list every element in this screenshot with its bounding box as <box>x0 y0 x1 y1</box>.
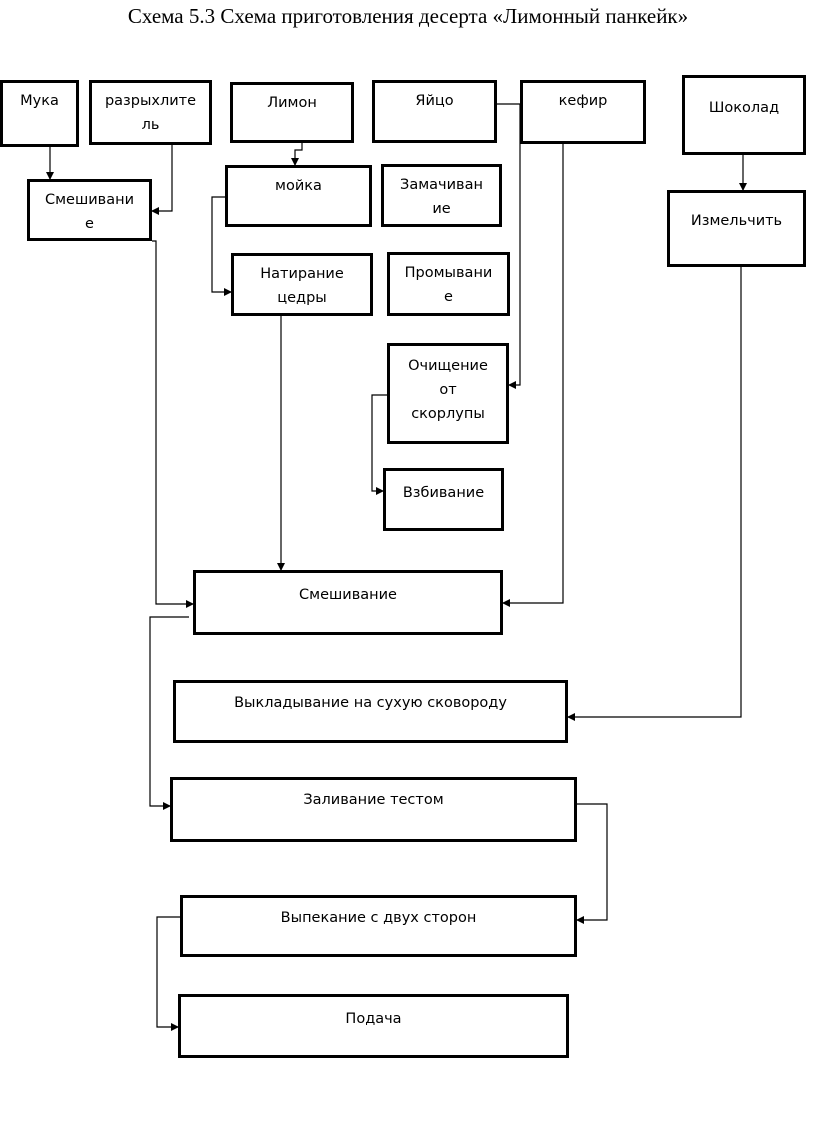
box-zest-grating: Натирание цедры <box>231 253 373 316</box>
arrow-pouring-to-baking <box>576 803 608 924</box>
box-final-mixing: Смешивание <box>193 570 503 635</box>
box-laying-on-pan: Выкладывание на сухую сковороду <box>173 680 568 743</box>
box-chocolate: Шоколад <box>682 75 806 155</box>
arrow-kefir-to-mixing <box>502 144 564 607</box>
box-baking-powder: разрыхлите ль <box>89 80 212 145</box>
arrow-wash-to-zest <box>211 196 232 296</box>
box-chop: Измельчить <box>667 190 806 267</box>
box-soaking: Замачиван ие <box>381 164 502 227</box>
arrow-mixing-to-final-mixing <box>152 240 194 608</box>
arrow-baking-to-serving <box>156 916 180 1031</box>
box-flour: Мука <box>0 80 79 147</box>
arrow-chop-to-laying <box>567 267 742 721</box>
arrow-baking-powder-to-mixing <box>151 145 173 215</box>
box-mixing-flour: Смешивани е <box>27 179 152 241</box>
box-whisking: Взбивание <box>383 468 504 531</box>
diagram-title: Схема 5.3 Схема приготовления десерта «Л… <box>127 4 689 28</box>
arrow-lemon-to-wash <box>291 143 303 166</box>
box-rinsing: Промывани е <box>387 252 510 316</box>
box-wash: мойка <box>225 165 372 227</box>
box-serving: Подача <box>178 994 569 1058</box>
box-baking-both-sides: Выпекание с двух сторон <box>180 895 577 957</box>
box-pouring-batter: Заливание тестом <box>170 777 577 842</box>
box-egg-peeling: Очищение от скорлупы <box>387 343 509 444</box>
box-lemon: Лимон <box>230 82 354 143</box>
arrow-mixing-to-pouring <box>149 616 189 810</box>
arrow-peeling-to-whisk <box>371 394 387 495</box>
arrow-egg-to-peeling <box>497 103 521 389</box>
box-kefir: кефир <box>520 80 646 144</box>
box-egg: Яйцо <box>372 80 497 143</box>
